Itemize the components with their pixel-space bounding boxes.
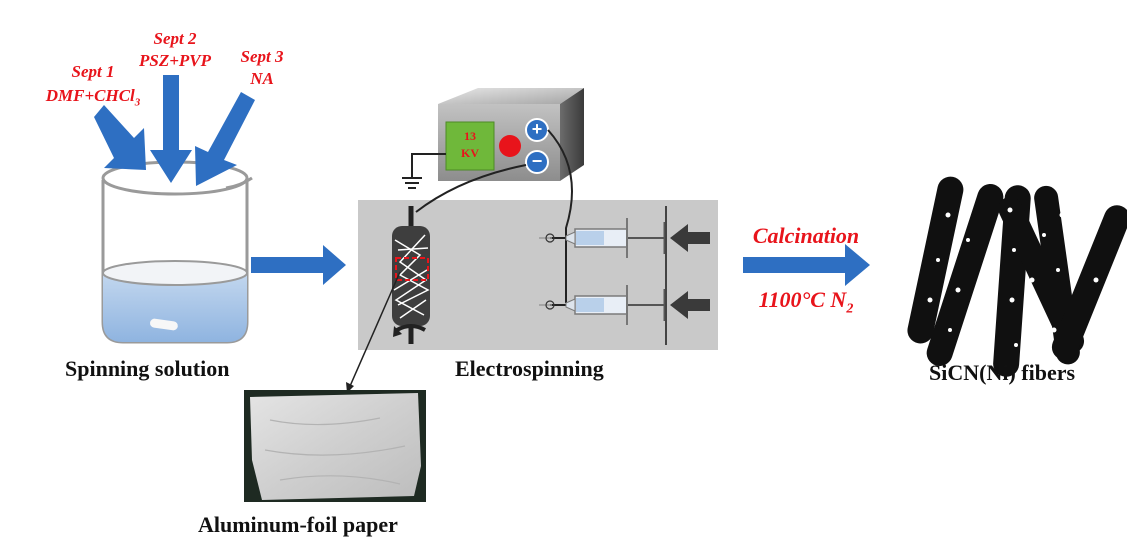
step1-reagent-subscript: 3 — [134, 96, 141, 109]
step1-title: Sept 1 — [71, 62, 115, 81]
ground-wire — [402, 153, 446, 189]
plus-symbol: + — [531, 119, 543, 139]
voltage-unit: KV — [461, 146, 479, 160]
step1-label: Sept 1 DMF+CHCl3 — [28, 60, 158, 114]
caption-foil: Aluminum-foil paper — [198, 512, 398, 537]
step2-reagent: PSZ+PVP — [138, 51, 212, 70]
beaker-spout — [225, 176, 253, 190]
voltage-readout: 13 KV — [446, 128, 494, 162]
arrow-step1 — [94, 105, 146, 170]
step3-reagent: NA — [250, 69, 274, 88]
voltage-display — [445, 121, 495, 171]
voltage-value: 13 — [464, 129, 476, 143]
calcination-arrow — [743, 244, 870, 286]
step2-title: Sept 2 — [153, 29, 197, 48]
beaker — [101, 160, 253, 344]
sicn-fibers — [907, 176, 1127, 377]
calcination-gas-subscript: 2 — [846, 301, 854, 317]
stir-bar — [150, 318, 178, 331]
step1-reagent-text: DMF+CHCl — [45, 86, 135, 105]
step3-label: Sept 3 NA — [222, 46, 302, 90]
power-indicator — [499, 135, 521, 157]
rotating-collector — [392, 206, 430, 344]
sample-zone — [395, 257, 429, 281]
caption-spinning-solution: Spinning solution — [65, 356, 230, 381]
aluminum-foil-image — [244, 390, 426, 502]
calcination-temperature: 1100°C N — [758, 287, 847, 312]
nickel-particles — [927, 207, 1106, 347]
minus-symbol: − — [531, 151, 543, 171]
step2-label: Sept 2 PSZ+PVP — [120, 28, 230, 72]
hv-wires — [415, 129, 573, 306]
calcination-conditions: 1100°C N2 — [736, 286, 876, 323]
negative-terminal[interactable] — [525, 150, 549, 174]
deposited-fibers — [393, 234, 430, 319]
caption-fibers: SiCN(Ni) fibers — [929, 360, 1076, 385]
arrow-step2 — [150, 75, 192, 183]
foil-pointer-line — [346, 271, 401, 394]
calcination-label: Calcination — [752, 223, 860, 248]
syringe-bottom — [539, 285, 667, 325]
push-arrow-top — [670, 224, 710, 252]
arrow-to-electrospinning — [251, 245, 346, 285]
reagent-arrows — [94, 75, 255, 186]
caption-electrospinning: Electrospinning — [455, 356, 604, 381]
push-arrow-bottom — [670, 291, 710, 319]
arrow-step3 — [195, 92, 255, 186]
step1-reagent: DMF+CHCl3 — [28, 84, 158, 114]
syringe-top — [539, 218, 667, 258]
solution-liquid — [103, 267, 247, 342]
step3-title: Sept 3 — [240, 47, 284, 66]
